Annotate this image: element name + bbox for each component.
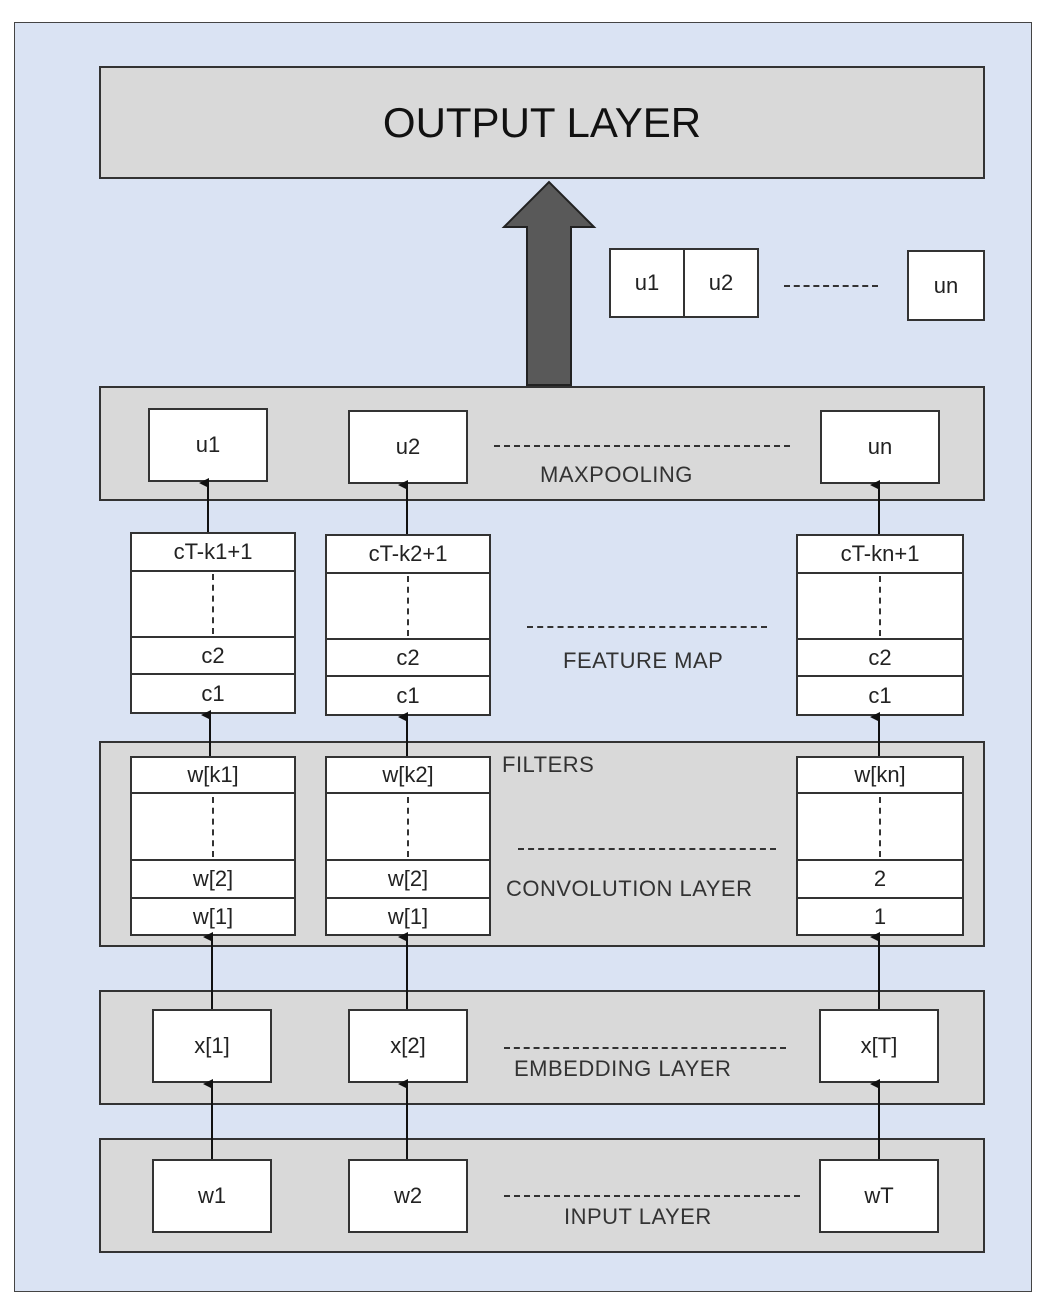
filter-column-2: w[k2] w[2] w[1] bbox=[325, 756, 491, 936]
pooled-vector-cell-u1: u1 bbox=[609, 248, 685, 318]
feature-cell-c1: c1 bbox=[868, 682, 892, 708]
feature-cell-c2: c2 bbox=[327, 640, 489, 677]
feature-cell-c2: c2 bbox=[798, 640, 962, 677]
filter-cell-second: 2 bbox=[798, 861, 962, 899]
embedding-node-t: x[T] bbox=[819, 1009, 939, 1083]
filter-cell-top: w[k1] bbox=[132, 758, 294, 794]
embedding-node-2: x[2] bbox=[348, 1009, 468, 1083]
pooled-vector-cell-u2: u2 bbox=[683, 248, 759, 318]
maxpool-ellipsis bbox=[494, 445, 790, 447]
output-layer: OUTPUT LAYER bbox=[99, 66, 985, 179]
feature-map-ellipsis bbox=[527, 626, 767, 628]
filter-cell-second: w[2] bbox=[327, 861, 489, 899]
embedding-layer-label: EMBEDDING LAYER bbox=[514, 1056, 732, 1081]
feature-map-column-2: cT-k2+1 c2 c1 bbox=[325, 534, 491, 716]
filter-column-1: w[k1] w[2] w[1] bbox=[130, 756, 296, 936]
filter-cell-ellipsis bbox=[798, 794, 962, 861]
filter-cell-ellipsis bbox=[132, 794, 294, 861]
feature-cell-top: cT-k2+1 bbox=[327, 536, 489, 574]
embedding-node-1: x[1] bbox=[152, 1009, 272, 1083]
input-node-t: wT bbox=[819, 1159, 939, 1233]
maxpooling-label: MAXPOOLING bbox=[540, 462, 693, 487]
convolution-ellipsis bbox=[518, 848, 776, 850]
input-node-2: w2 bbox=[348, 1159, 468, 1233]
feature-cell-ellipsis bbox=[132, 572, 294, 638]
feature-cell-ellipsis bbox=[798, 574, 962, 640]
input-node-1: w1 bbox=[152, 1159, 272, 1233]
output-layer-label: OUTPUT LAYER bbox=[382, 98, 702, 146]
pooled-vector-ellipsis bbox=[784, 285, 878, 287]
feature-map-label: FEATURE MAP bbox=[563, 648, 724, 673]
feature-cell-top: cT-k1+1 bbox=[132, 534, 294, 572]
feature-cell-c1: c1 bbox=[201, 680, 225, 706]
input-ellipsis bbox=[504, 1195, 800, 1197]
feature-map-column-n: cT-kn+1 c2 c1 bbox=[796, 534, 964, 716]
feature-map-column-1: cT-k1+1 c2 c1 bbox=[130, 532, 296, 714]
filter-cell-ellipsis bbox=[327, 794, 489, 861]
feature-cell-top: cT-kn+1 bbox=[798, 536, 962, 574]
filter-cell-top: w[k2] bbox=[327, 758, 489, 794]
feature-cell-c1: c1 bbox=[396, 682, 420, 708]
embedding-ellipsis bbox=[504, 1047, 786, 1049]
maxpool-node-un: un bbox=[820, 410, 940, 484]
filter-cell-first: w[1] bbox=[387, 903, 429, 929]
pooled-vector-cell-un: un bbox=[907, 250, 985, 321]
filter-column-n: w[kn] 2 1 bbox=[796, 756, 964, 936]
filter-cell-top: w[kn] bbox=[798, 758, 962, 794]
feature-cell-ellipsis bbox=[327, 574, 489, 640]
filter-cell-first: w[1] bbox=[192, 903, 234, 929]
maxpool-node-u1: u1 bbox=[148, 408, 268, 482]
input-layer-label: INPUT LAYER bbox=[564, 1204, 712, 1229]
convolution-layer-label: CONVOLUTION LAYER bbox=[506, 876, 753, 901]
maxpool-node-u2: u2 bbox=[348, 410, 468, 484]
filters-label: FILTERS bbox=[502, 752, 595, 777]
feature-cell-c2: c2 bbox=[132, 638, 294, 675]
filter-cell-first: 1 bbox=[873, 903, 887, 929]
filter-cell-second: w[2] bbox=[132, 861, 294, 899]
